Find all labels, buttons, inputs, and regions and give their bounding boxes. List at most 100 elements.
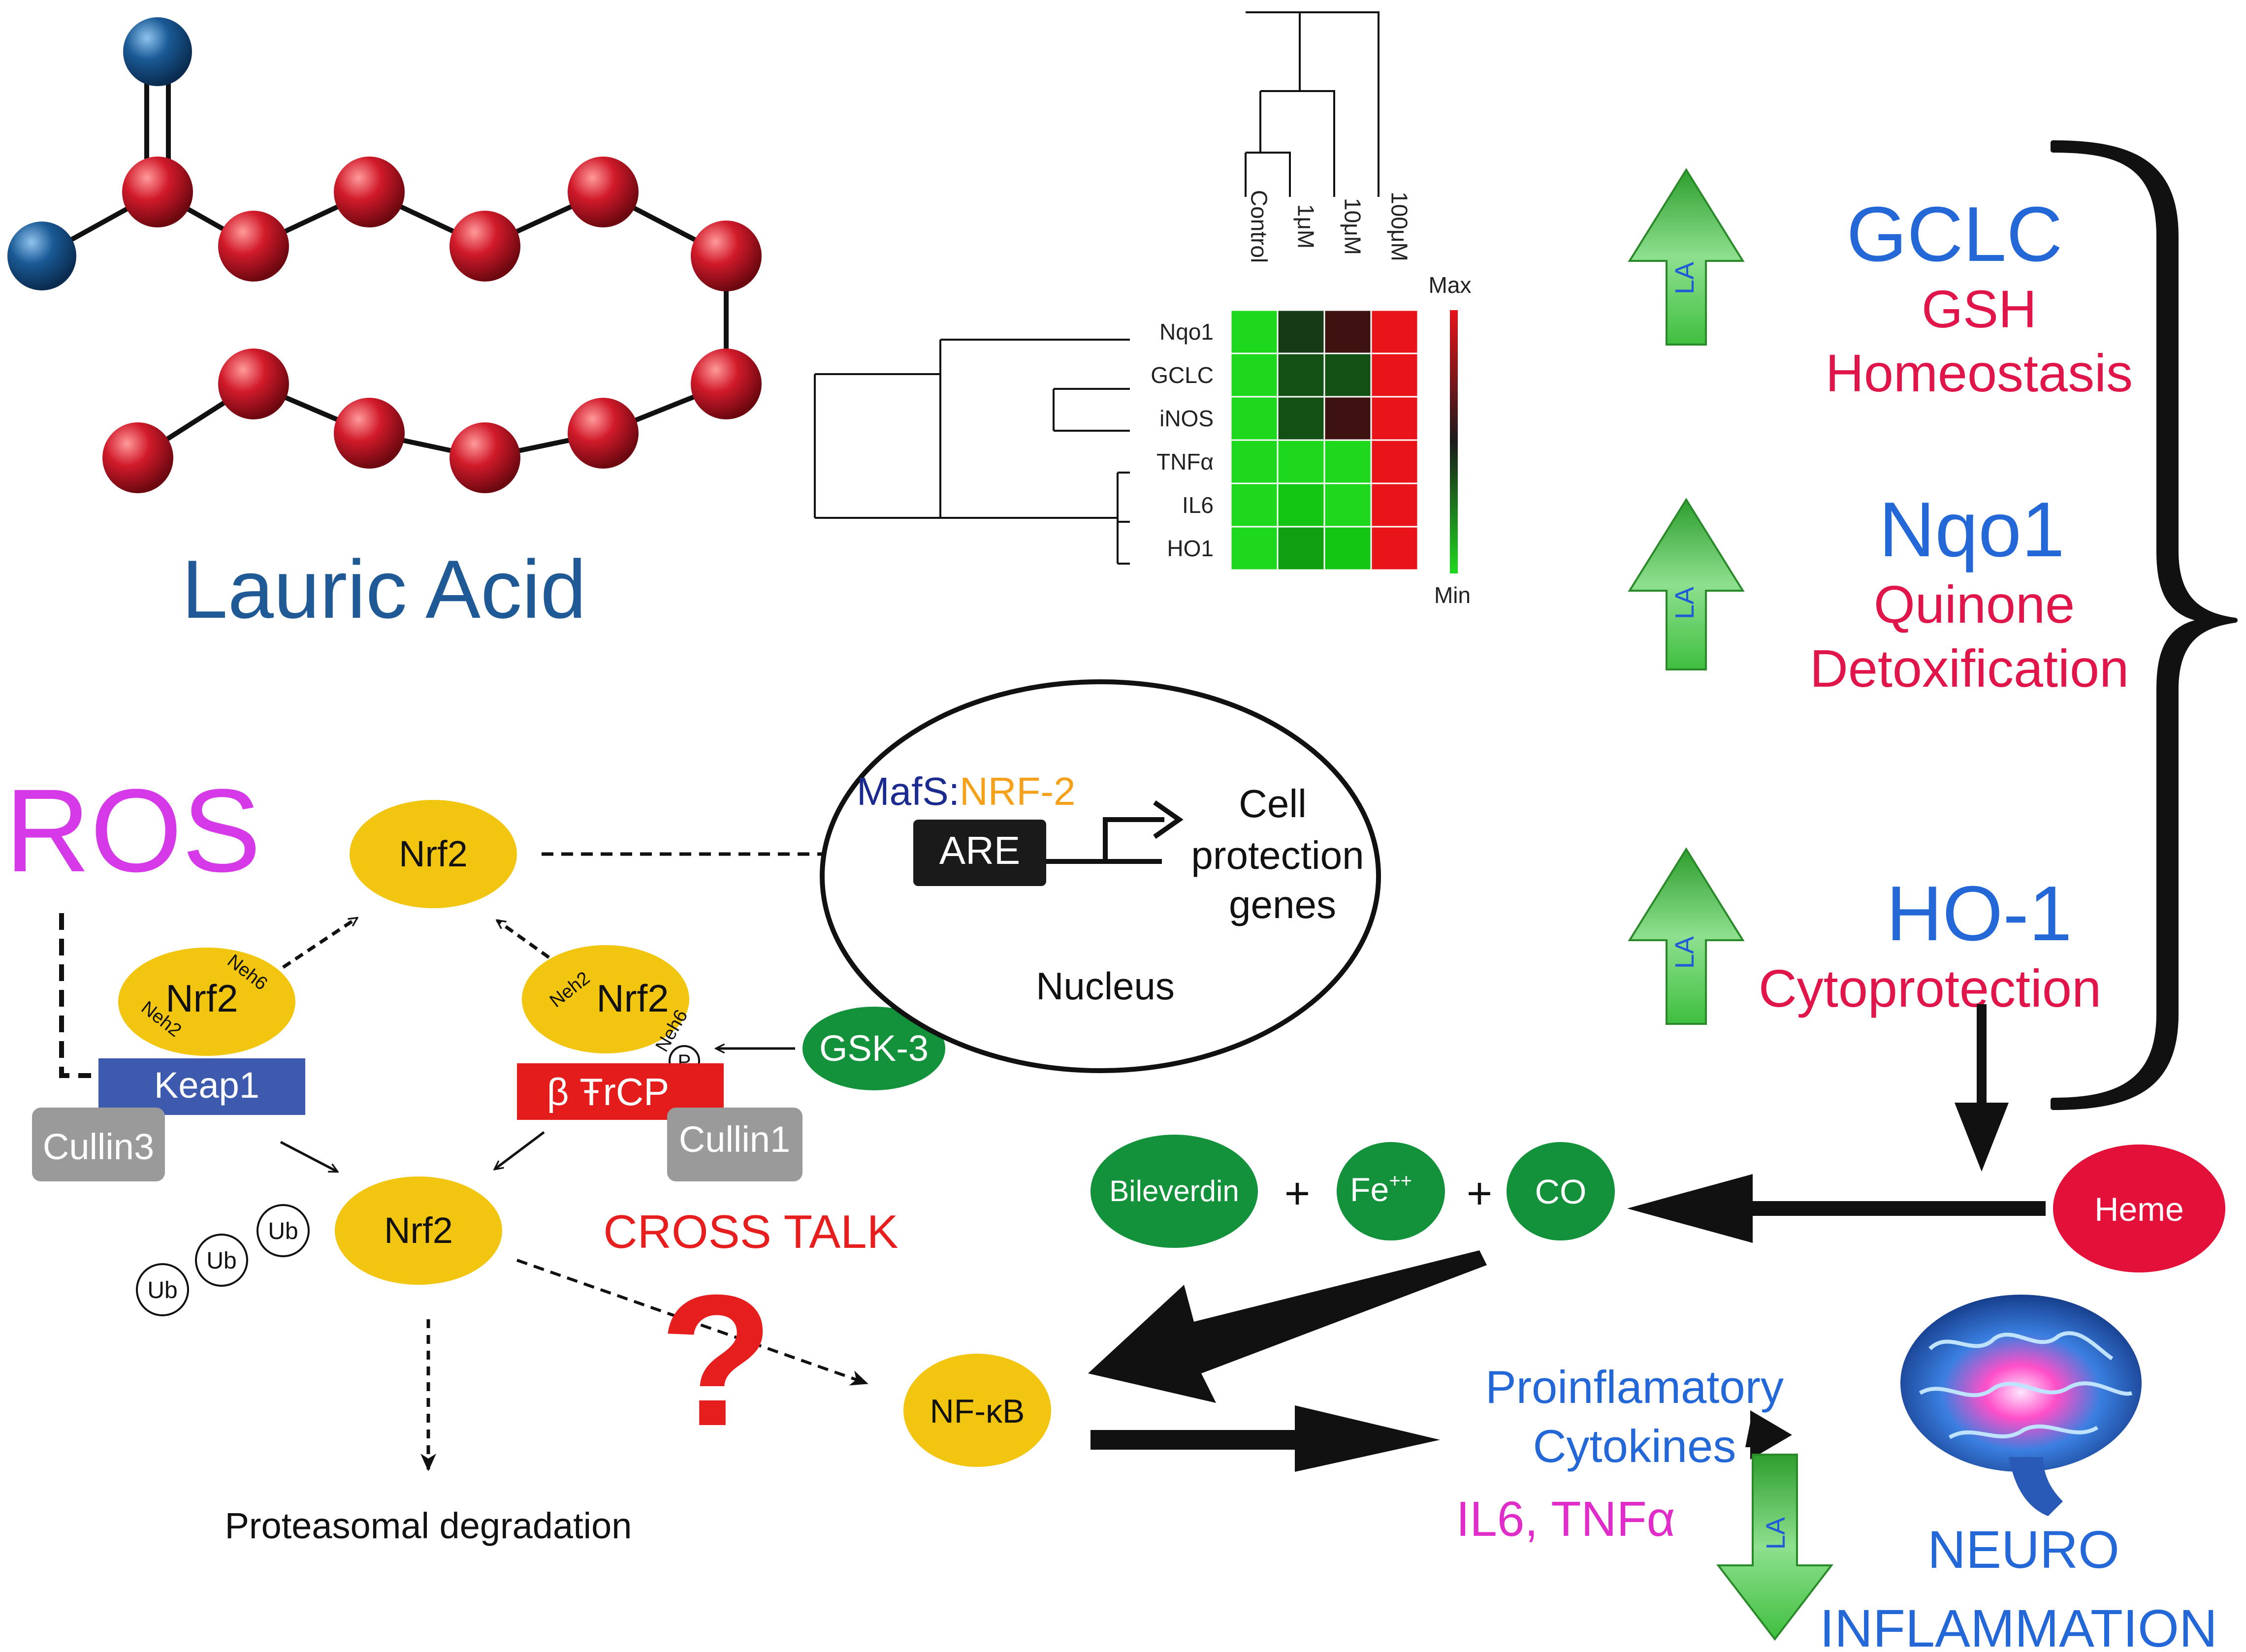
neuro-label-line1: NEURO	[1927, 1520, 2119, 1579]
cullin3-label: Cullin3	[43, 1126, 154, 1167]
lauric-acid-title: Lauric Acid	[182, 543, 586, 635]
nrf2-bound-label: Nrf2	[165, 977, 238, 1020]
grouping-brace	[2051, 140, 2238, 1110]
la-label: LA	[1670, 262, 1700, 294]
nrf2-btrcp-bound	[522, 945, 689, 1053]
gene-ho1: HO-1	[1886, 870, 2072, 957]
heatmap-cell	[1277, 396, 1325, 441]
plus-sign-1: +	[1284, 1169, 1311, 1218]
iron-label: Fe++	[1350, 1170, 1412, 1208]
heatmap-row-label: Nqo1	[1159, 319, 1214, 345]
gclc-function-line2: Homeostasis	[1826, 343, 2133, 403]
carbon-atom	[334, 398, 405, 469]
are-box	[913, 820, 1046, 886]
heme-breakdown-arrow	[1627, 1174, 2046, 1243]
cross-talk-label: CROSS TALK	[603, 1206, 898, 1258]
ubiquitin-chain: Ub Ub Ub	[136, 1204, 310, 1316]
keap1-label: Keap1	[154, 1065, 259, 1106]
down-arrow-icon	[1716, 1454, 1834, 1641]
nfkb-node	[903, 1354, 1051, 1467]
mafs-nrf2-label: MafS:NRF-2	[857, 769, 1076, 813]
nrf2-keap1-bound	[118, 948, 295, 1056]
cell-protection-line1: Cell	[1239, 782, 1307, 826]
co-label: CO	[1535, 1173, 1587, 1211]
up-arrow-icon	[1628, 847, 1745, 1025]
btrcp-label: β ŦrCP	[547, 1070, 670, 1113]
co-node	[1507, 1142, 1615, 1240]
carbon-atom	[449, 422, 520, 493]
ub-label: Ub	[268, 1218, 298, 1244]
molecule-atoms	[7, 17, 762, 493]
gene-nqo1: Nqo1	[1879, 486, 2065, 573]
carbon-atom	[691, 221, 762, 291]
nfkb-label: NF-κB	[930, 1393, 1025, 1430]
brain-icon	[1900, 1295, 2142, 1516]
ubiquitin-icon	[195, 1234, 248, 1287]
carbon-atom	[691, 349, 762, 419]
gsk3-node	[802, 1007, 945, 1090]
gene-effects: LA GCLC GSH Homeostasis LA Nqo1 Quinone …	[1628, 140, 2238, 1110]
gene-gclc: GCLC	[1847, 191, 2063, 278]
keap1-release-arrow	[282, 917, 357, 969]
nfkb-to-cytokines-arrow	[1091, 1405, 1440, 1472]
ros-to-keap1-connector	[59, 913, 91, 1078]
btrcp-release-arrow	[497, 919, 550, 959]
heatmap-row-label: IL6	[1182, 492, 1214, 518]
heatmap-cell	[1323, 309, 1372, 354]
cytokines-line2: Cytokines	[1533, 1420, 1736, 1472]
nqo1-function-line2: Detoxification	[1810, 638, 2129, 698]
heatmap-cell	[1323, 526, 1372, 571]
co-inhibits-nfkb-arrow	[1088, 1250, 1487, 1403]
heatmap-cell	[1277, 482, 1325, 528]
neuro-label-line2: INFLAMMATION	[1820, 1598, 2217, 1650]
heme-node	[2053, 1144, 2225, 1272]
heatmap-cell	[1277, 352, 1325, 398]
keap1-to-ubiquitination-arrow	[280, 1141, 337, 1173]
up-arrow-icon	[1628, 498, 1745, 670]
btrcp-to-ubiquitination-arrow	[495, 1131, 545, 1169]
la-label: LA	[1761, 1517, 1791, 1550]
ros-label: ROS	[5, 764, 261, 896]
cullin1-label: Cullin1	[679, 1119, 790, 1160]
heatmap-cell	[1277, 439, 1325, 484]
nrf2-ub-label: Nrf2	[384, 1210, 453, 1251]
transcription-arrowhead-icon	[1153, 800, 1184, 839]
carbon-atom	[334, 157, 405, 227]
nrf2-bound2-label: Nrf2	[596, 977, 669, 1020]
heatmap-cell	[1370, 352, 1419, 398]
bileverdin-label: Bileverdin	[1109, 1175, 1239, 1207]
effect-ho1: LA HO-1 Cytoprotection	[1628, 847, 2101, 1025]
carbon-atom	[568, 157, 639, 227]
question-mark: ?	[659, 1256, 773, 1465]
gsk3-label: GSK-3	[819, 1028, 929, 1069]
heatmap-cell	[1370, 309, 1419, 354]
heatmap-cell	[1323, 439, 1372, 484]
column-dendrogram	[1245, 11, 1380, 197]
heatmap-cell	[1323, 482, 1372, 528]
molecule-bonds	[40, 57, 729, 460]
transcription-start-icon	[1103, 817, 1164, 861]
heatmap-column-label: 100μM	[1387, 191, 1412, 261]
iron-symbol: Fe	[1350, 1171, 1389, 1208]
il6-tnf-label: IL6, TNFα	[1456, 1492, 1675, 1547]
heatmap-cell	[1230, 352, 1279, 398]
heatmap-row-label: iNOS	[1159, 406, 1214, 431]
iron-charge: ++	[1389, 1170, 1412, 1192]
carbon-atom	[449, 211, 520, 282]
nucleus	[820, 679, 1381, 1073]
ubiquitin-icon	[136, 1263, 189, 1316]
heatmap-cell	[1323, 352, 1372, 398]
carbon-atom	[218, 211, 289, 282]
bileverdin-node	[1091, 1135, 1258, 1248]
carbon-atom	[102, 422, 173, 493]
heatmap-cell	[1370, 526, 1419, 571]
are-label: ARE	[939, 828, 1021, 872]
heatmap-cell	[1277, 309, 1325, 354]
cullin1-box	[667, 1108, 802, 1181]
nrf2-nucleus-text: NRF-2	[960, 769, 1076, 813]
cullin3-box	[32, 1108, 165, 1181]
heatmap-row-label: GCLC	[1151, 362, 1214, 388]
